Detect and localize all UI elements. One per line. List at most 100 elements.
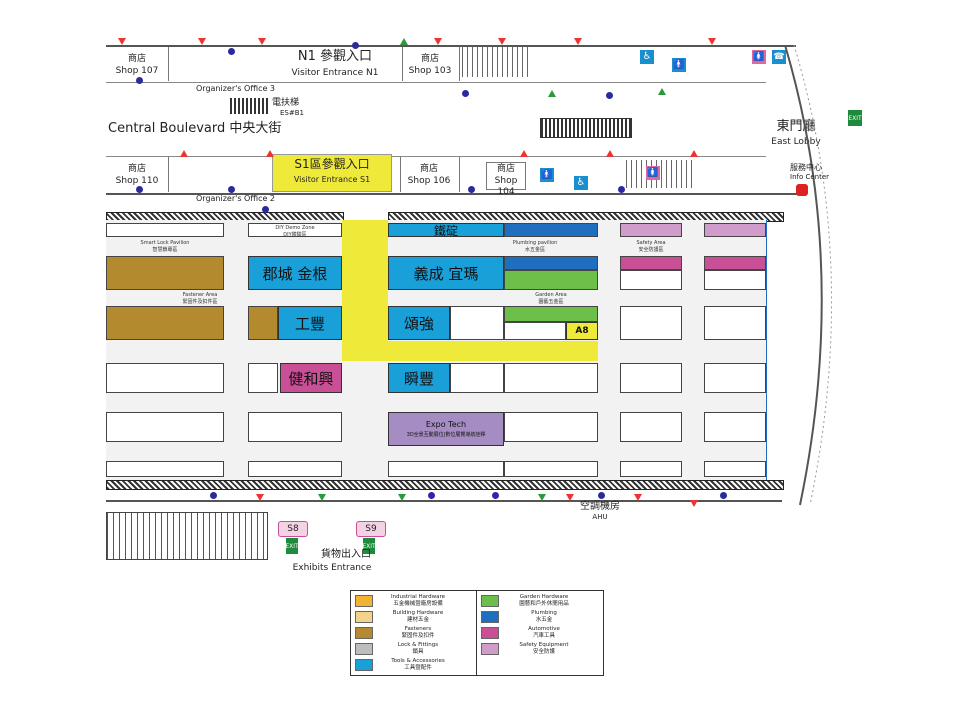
expo-tech-en: Expo Tech — [425, 420, 467, 429]
booth-row3-white[interactable] — [504, 322, 566, 340]
booth-left-0[interactable] — [106, 363, 224, 393]
fastener-zone-en: Fastener Area — [182, 292, 218, 298]
booth-far-r2b[interactable] — [620, 270, 682, 290]
camera-dot-hall-3 — [598, 492, 605, 499]
booth-garden-row2[interactable] — [504, 270, 598, 290]
booth-row1-left[interactable] — [106, 223, 224, 237]
camera-dot-south-3 — [618, 186, 625, 193]
booth-tiehcheng[interactable]: 鐵碇 — [388, 223, 504, 238]
camera-dot-north-3 — [462, 90, 469, 97]
smart-lock-zone-en: Smart Lock Pavilion — [140, 240, 190, 246]
camera-dot-hall-1 — [428, 492, 435, 499]
booth-safety-row2-east[interactable] — [704, 256, 766, 270]
organizer-office-2: Organizer's Office 2 — [196, 194, 276, 203]
booth-plumbing-row2[interactable] — [504, 256, 598, 270]
pin-red-mid-4 — [690, 150, 698, 157]
booth-songqiang[interactable]: 頌強 — [388, 306, 450, 340]
booth-east-0[interactable] — [704, 363, 766, 393]
legend-swatch — [355, 643, 373, 655]
info-center-zh: 服務中心 — [790, 163, 822, 172]
plumbing-zone-zh: 水五金區 — [524, 247, 545, 253]
wheelchair-icon-south: ♿ — [574, 176, 588, 190]
fastener-zone-zh: 緊固件及扣件區 — [182, 299, 218, 305]
shop-107[interactable] — [106, 47, 169, 81]
phone-icon: ☎ — [772, 50, 786, 64]
pin-red-north-5 — [574, 38, 582, 45]
booth-juncheng[interactable]: 郡城 金根 — [248, 256, 342, 290]
ahu-zh: 空調機房 — [580, 501, 620, 512]
camera-dot-south-2 — [468, 186, 475, 193]
booth-far-1[interactable] — [620, 412, 682, 442]
booth-gongfeng[interactable]: 工豐 — [278, 306, 342, 340]
stairs-north — [462, 47, 532, 77]
pin-red-north-0 — [118, 38, 126, 45]
booth-jianhexing-left[interactable] — [248, 363, 278, 393]
booth-songqiang-right[interactable] — [450, 306, 504, 340]
escalator-center — [540, 118, 632, 138]
booth-gongfeng-left[interactable] — [248, 306, 278, 340]
pin-red-north-6 — [708, 38, 716, 45]
booth-east-2[interactable] — [704, 461, 766, 477]
pin-red-mid-0 — [180, 150, 188, 157]
pin-red-mid-3 — [606, 150, 614, 157]
hall-south-wall — [106, 480, 784, 490]
booth-expo-tech[interactable]: Expo Tech 3D全景互動展位|數位展覽導航詮釋 — [388, 412, 504, 446]
booth-mid-2[interactable] — [248, 461, 342, 477]
shop-103[interactable] — [402, 47, 460, 81]
legend-swatch — [481, 643, 499, 655]
booth-far-0[interactable] — [620, 363, 682, 393]
booth-far-2[interactable] — [620, 461, 682, 477]
booth-right-2[interactable] — [504, 461, 598, 477]
pin-red-north-2 — [258, 38, 266, 45]
booth-left-1[interactable] — [106, 412, 224, 442]
booth-right-1[interactable] — [504, 412, 598, 442]
camera-dot-hall-4 — [720, 492, 727, 499]
booth-plumbing-row1[interactable] — [504, 223, 598, 237]
s1-entrance[interactable] — [272, 154, 392, 192]
booth-yicheng[interactable]: 義成 宜瑪 — [388, 256, 504, 290]
shop-104[interactable] — [486, 162, 526, 190]
legend-label-zh: 緊固件及扣件 — [401, 633, 435, 639]
garden-zone-zh: 園藝五金區 — [538, 299, 564, 305]
booth-safety-row1[interactable] — [620, 223, 682, 237]
booth-row2-left[interactable] — [106, 256, 224, 290]
booth-garden-row3[interactable] — [504, 306, 598, 322]
booth-east-r2b[interactable] — [704, 270, 766, 290]
booth-shunfeng[interactable]: 瞬豐 — [388, 363, 450, 393]
shop-106[interactable] — [400, 157, 460, 192]
booth-safety-row2[interactable] — [620, 256, 682, 270]
pin-red-south-0 — [256, 494, 264, 501]
shop-103-zh: 商店 — [420, 54, 439, 64]
south-outer-wall — [106, 500, 782, 502]
n1-entrance-zh: N1 參觀入口 — [297, 49, 373, 64]
booth-a8[interactable]: A8 — [566, 322, 598, 340]
legend-label-en: Safety Equipment — [519, 642, 569, 648]
east-lobby-en: East Lobby — [771, 137, 821, 147]
pin-red-south-2 — [634, 494, 642, 501]
s8-gate[interactable]: S8 — [278, 521, 308, 537]
shop-110[interactable] — [106, 157, 169, 192]
booth-safety-row1-east[interactable] — [704, 223, 766, 237]
exit-icon-s9: EXIT — [362, 538, 376, 554]
legend-label-zh: 五金機械暨廠房設備 — [393, 601, 443, 607]
booth-center-2[interactable] — [388, 461, 504, 477]
s9-gate[interactable]: S9 — [356, 521, 386, 537]
booth-east-r3[interactable] — [704, 306, 766, 340]
legend-label-zh: 工具暨配件 — [404, 665, 432, 671]
booth-far-r3[interactable] — [620, 306, 682, 340]
booth-jianhexing[interactable]: 健和興 — [280, 363, 342, 393]
legend-swatch — [481, 595, 499, 607]
booth-east-1[interactable] — [704, 412, 766, 442]
garden-zone-en: Garden Area — [535, 292, 567, 298]
booth-shunfeng-right[interactable] — [450, 363, 504, 393]
booth-right-0[interactable] — [504, 363, 598, 393]
booth-mid-1[interactable] — [248, 412, 342, 442]
booth-row3-left[interactable] — [106, 306, 224, 340]
booth-left-2[interactable] — [106, 461, 224, 477]
booth-diy[interactable] — [248, 223, 342, 237]
legend-label-en: Plumbing — [531, 610, 557, 616]
